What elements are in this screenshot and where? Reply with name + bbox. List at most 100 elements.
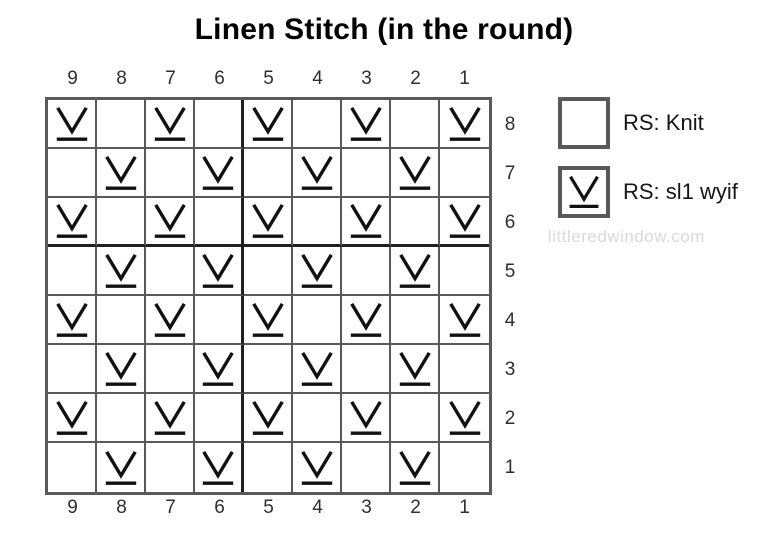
sl1-wyif-icon — [153, 203, 186, 238]
chart-cell — [195, 394, 244, 443]
chart-cell — [195, 247, 244, 296]
legend: RS: Knit RS: sl1 wyif — [558, 97, 738, 235]
chart-cell — [195, 296, 244, 345]
sl1-wyif-symbol-box — [558, 166, 610, 218]
sl1-wyif-icon — [153, 302, 186, 337]
chart-cell — [48, 247, 97, 296]
chart-cell — [48, 394, 97, 443]
sl1-wyif-icon — [448, 400, 481, 435]
sl1-wyif-icon — [202, 253, 234, 288]
sl1-wyif-icon — [55, 203, 88, 238]
chart-cell — [97, 345, 146, 394]
chart-cell — [391, 149, 440, 198]
chart-cell — [391, 345, 440, 394]
chart-cell — [146, 443, 195, 492]
chart-cell — [146, 198, 195, 247]
sl1-wyif-icon — [300, 253, 333, 288]
chart-cell — [342, 149, 391, 198]
sl1-wyif-icon — [398, 155, 431, 190]
chart-cell — [244, 443, 293, 492]
row-number: 3 — [504, 358, 516, 380]
chart-cell — [342, 100, 391, 149]
chart-cell — [440, 345, 489, 394]
sl1-wyif-icon — [104, 253, 137, 288]
column-number: 5 — [263, 68, 274, 89]
chart-cell — [244, 394, 293, 443]
chart-cell — [244, 100, 293, 149]
chart-cell — [293, 345, 342, 394]
row-number: 2 — [504, 407, 516, 429]
chart-cell — [391, 100, 440, 149]
knit-symbol-box — [558, 97, 610, 149]
chart-cell — [97, 149, 146, 198]
chart-cell — [97, 247, 146, 296]
sl1-wyif-icon — [300, 155, 333, 190]
chart-cell — [97, 198, 146, 247]
chart-cell — [391, 198, 440, 247]
column-number: 8 — [116, 68, 127, 89]
sl1-wyif-icon — [349, 302, 382, 337]
sl1-wyif-icon — [300, 351, 333, 386]
chart-cell — [195, 198, 244, 247]
column-number: 9 — [67, 497, 78, 518]
chart-cell — [195, 345, 244, 394]
chart-cell — [48, 100, 97, 149]
row-number: 4 — [504, 309, 516, 331]
chart-cell — [440, 100, 489, 149]
chart-cell — [244, 149, 293, 198]
sl1-wyif-icon — [153, 106, 186, 141]
chart-cell — [293, 296, 342, 345]
sl1-wyif-icon — [153, 400, 186, 435]
column-number: 2 — [410, 497, 421, 518]
column-number: 5 — [263, 497, 274, 518]
chart-cell — [391, 394, 440, 443]
sl1-wyif-icon — [104, 351, 137, 386]
column-number: 6 — [214, 68, 225, 89]
sl1-wyif-icon — [448, 203, 481, 238]
chart-cell — [440, 247, 489, 296]
column-number: 8 — [116, 497, 127, 518]
chart-cell — [195, 149, 244, 198]
chart-cell — [97, 100, 146, 149]
chart-cell — [440, 394, 489, 443]
row-number: 1 — [504, 456, 516, 478]
chart-cell — [48, 149, 97, 198]
chart-cell — [440, 198, 489, 247]
legend-item-knit: RS: Knit — [558, 97, 738, 149]
chart-cell — [146, 296, 195, 345]
column-number: 4 — [312, 497, 323, 518]
chart-cell — [146, 394, 195, 443]
sl1-wyif-icon — [349, 203, 382, 238]
sl1-wyif-icon — [55, 302, 88, 337]
sl1-wyif-icon — [251, 106, 284, 141]
sl1-wyif-icon — [202, 351, 234, 386]
sl1-wyif-icon — [569, 175, 599, 209]
sl1-wyif-icon — [104, 450, 137, 485]
sl1-wyif-icon — [448, 302, 481, 337]
sl1-wyif-icon — [300, 450, 333, 485]
chart-cell — [244, 296, 293, 345]
chart-cell — [146, 100, 195, 149]
chart-cell — [48, 198, 97, 247]
chart-cell — [195, 443, 244, 492]
chart-cell — [97, 296, 146, 345]
watermark: littleredwindow.com — [548, 227, 705, 246]
column-number: 1 — [459, 497, 470, 518]
legend-label-knit: RS: Knit — [623, 110, 704, 135]
chart-cell — [146, 149, 195, 198]
stitch-grid — [45, 97, 492, 495]
chart-cell — [342, 443, 391, 492]
chart-cell — [342, 394, 391, 443]
chart-cell — [391, 443, 440, 492]
chart-cell — [293, 247, 342, 296]
sl1-wyif-icon — [349, 400, 382, 435]
chart-cell — [244, 345, 293, 394]
chart-cell — [195, 100, 244, 149]
chart-cell — [48, 296, 97, 345]
column-number: 3 — [361, 68, 372, 89]
chart-cell — [342, 296, 391, 345]
chart-cell — [440, 149, 489, 198]
